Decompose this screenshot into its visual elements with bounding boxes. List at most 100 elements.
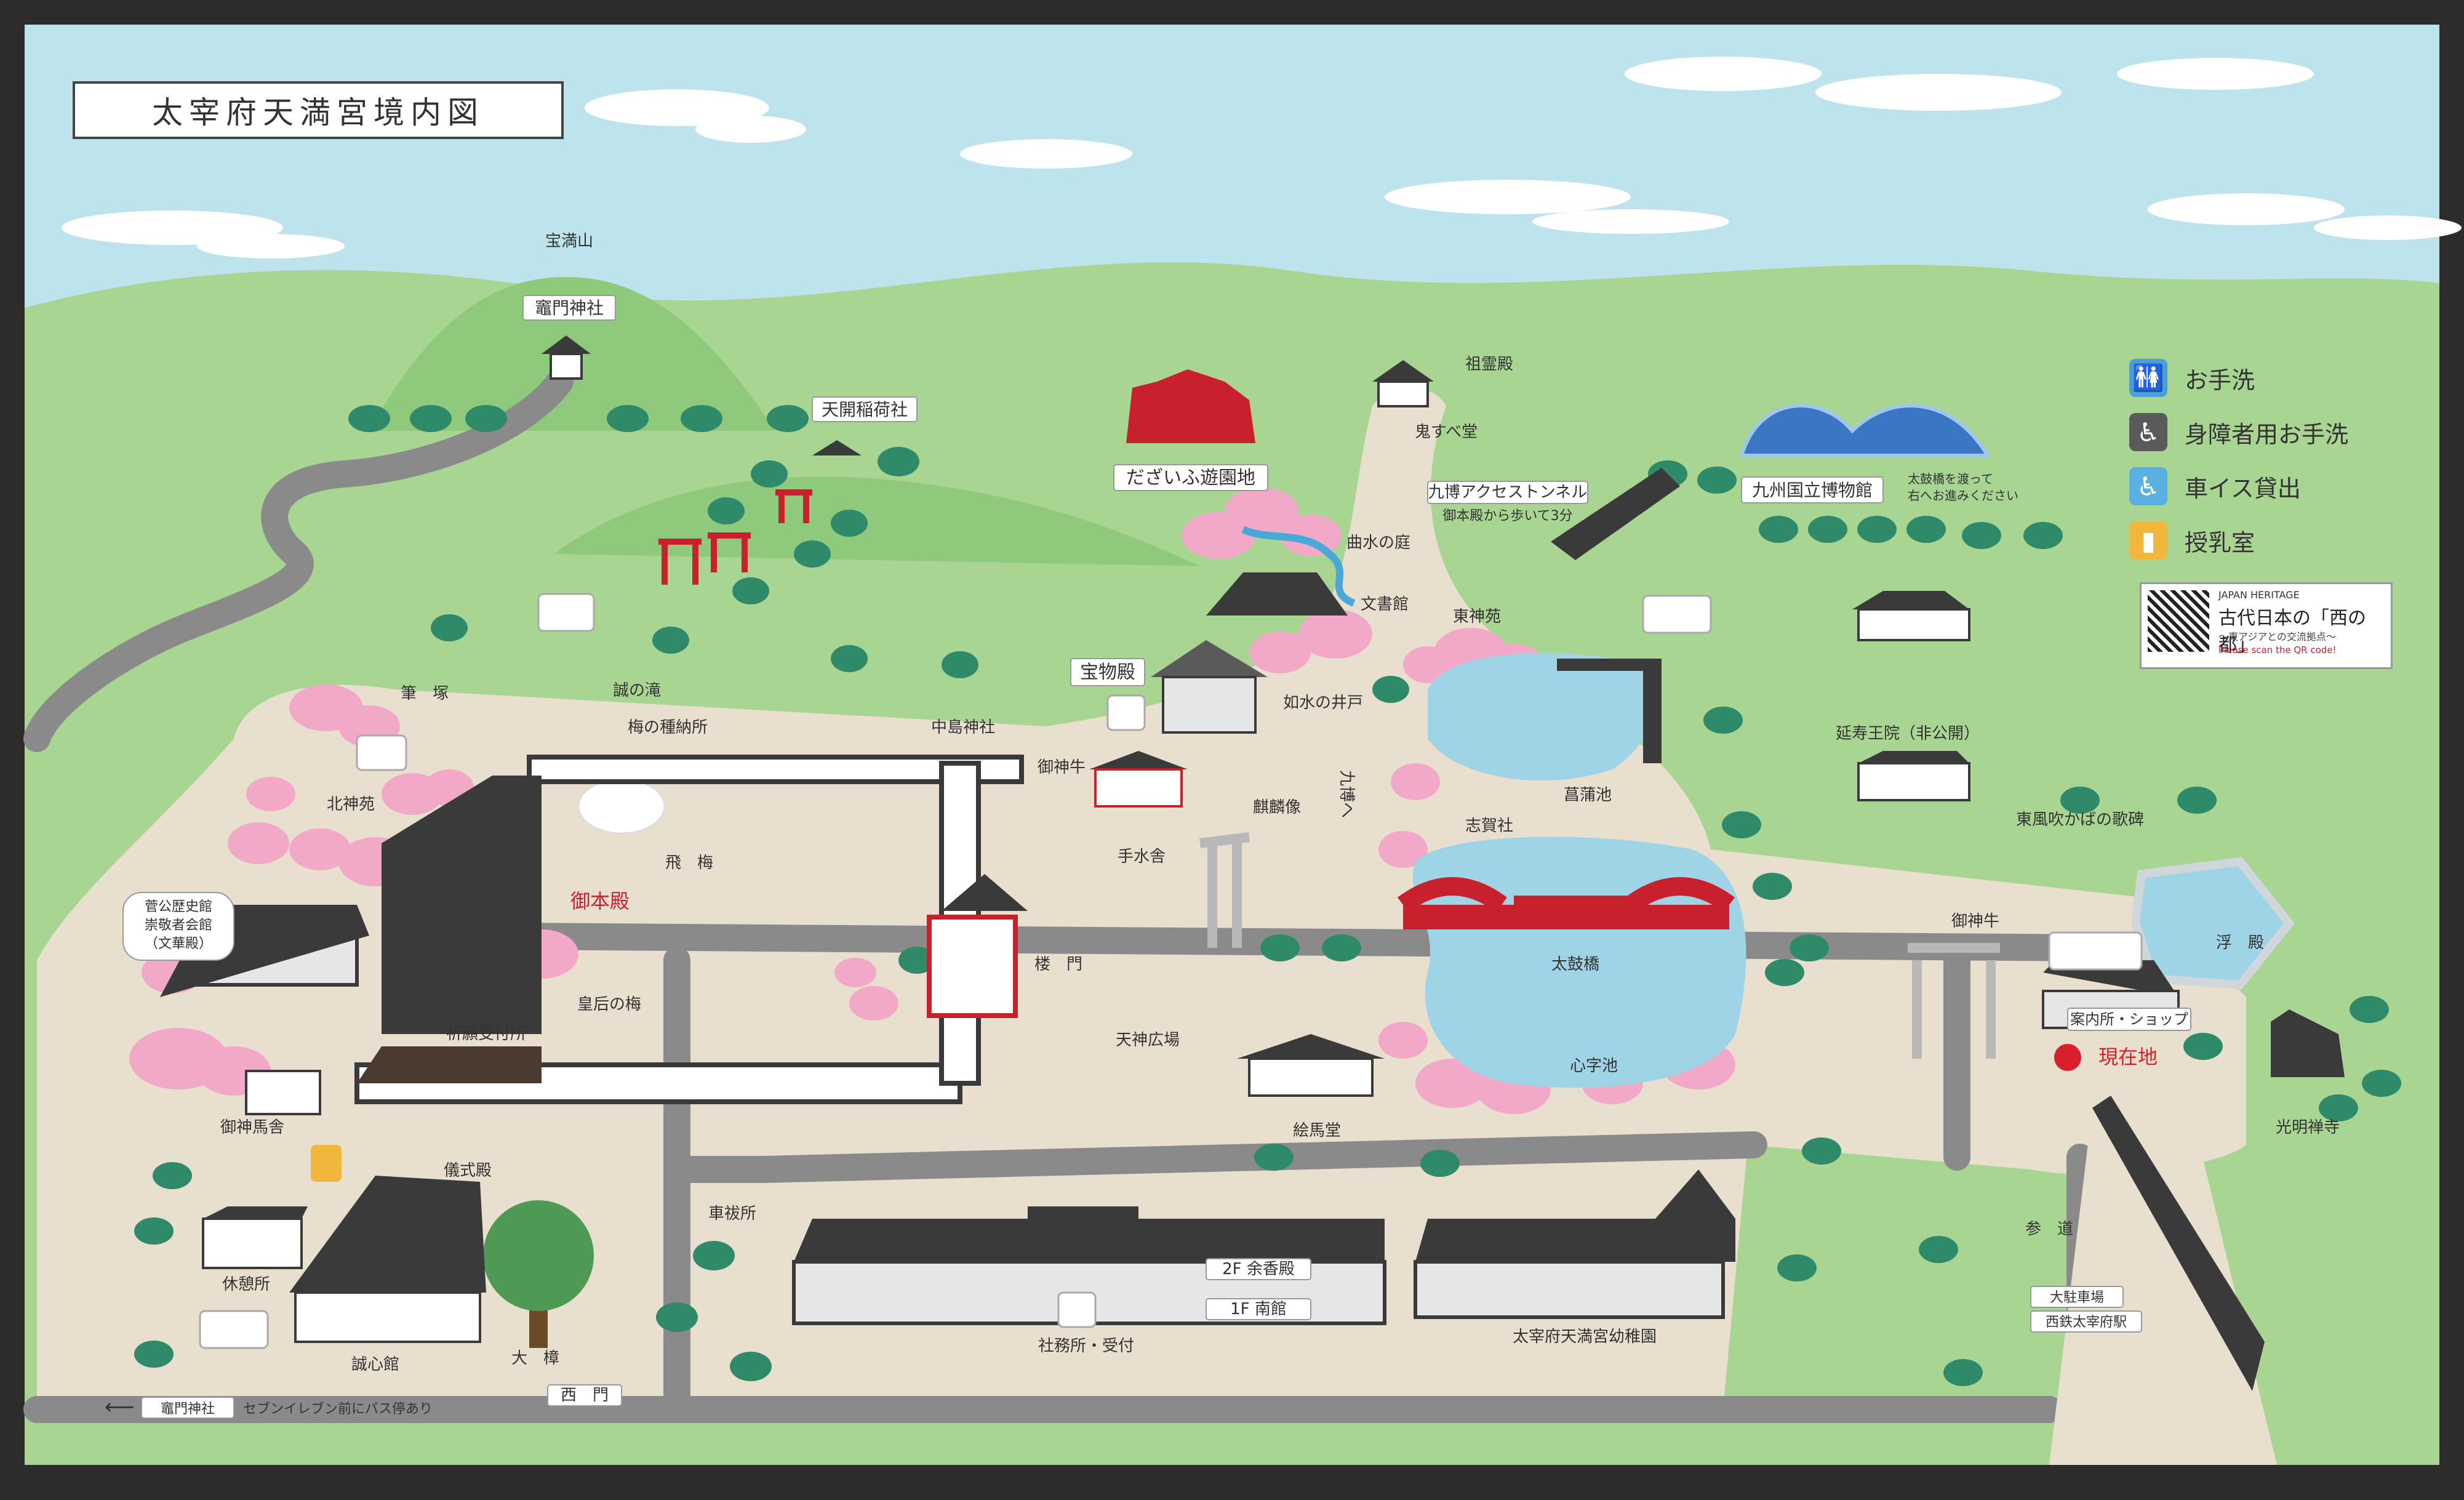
- jh-header: JAPAN HERITAGE: [2218, 589, 2300, 601]
- shinji-ike-label: 心字池: [1570, 1057, 1618, 1075]
- ume-shuno-label: 梅の種納所: [628, 718, 708, 737]
- shabatsu-label: 車祓所: [708, 1205, 756, 1223]
- shobu-ike-pond: [1428, 652, 1654, 781]
- annaijo-tag: [2067, 1008, 2191, 1031]
- temizusha-label: 手水舎: [1118, 848, 1166, 866]
- daichushajo-tag: [2030, 1286, 2124, 1308]
- homotsu-den-label: 宝物殿: [1080, 662, 1135, 683]
- kamado-jinja-tag: [522, 295, 616, 321]
- bus-arrow-icon: ⟵: [105, 1395, 135, 1419]
- yuenchi-tag: [1113, 464, 1268, 491]
- tunnel-tag: [1427, 481, 1588, 504]
- wheelchair-icon: [1642, 595, 1712, 634]
- kanko-shiryokan-label-group: 菅公歴史館 崇敬者会館 （文華殿）: [122, 892, 234, 961]
- jh-note: Please scan the QR code!: [2218, 644, 2337, 656]
- nishitetsu-label[interactable]: 西鉄太宰府駅: [2046, 1315, 2127, 1330]
- kyuhaku-note-1: 太鼓橋を渡って: [1908, 471, 1993, 486]
- nishi-mon-label: 西 門: [561, 1386, 609, 1405]
- higashi-shinen-label: 東神苑: [1453, 608, 1501, 626]
- sando-path: [2049, 1108, 2277, 1465]
- kigan-uketsuke-label: 祈願受付所: [446, 1025, 526, 1043]
- gohonden-compound[interactable]: [354, 755, 1028, 1104]
- camphor-tree: [483, 1200, 594, 1348]
- restroom-icon: [537, 593, 595, 632]
- josui-no-ido-label: 如水の井戸: [1283, 694, 1363, 712]
- nursing-bottle-icon: ▮: [2129, 521, 2167, 559]
- kanko-shiryokan-tag: [122, 892, 234, 961]
- jh-subtitle: 〜東アジアとの交流拠点〜: [2218, 631, 2336, 643]
- legend-row-restroom: 🚻 お手洗: [2129, 351, 2437, 405]
- legend-row-wheelchair-rental: ♿ 車イス貸出: [2129, 459, 2437, 513]
- yuenchi-label: だざいふ遊園地: [1126, 467, 1255, 489]
- facility-icons: [199, 593, 2143, 1349]
- gishiki-den-label: 儀式殿: [444, 1161, 492, 1180]
- japan-heritage-badge[interactable]: JAPAN HERITAGE 古代日本の「西の都」 〜東アジアとの交流拠点〜 P…: [2140, 582, 2393, 669]
- houman-zan-label: 宝満山: [545, 232, 593, 251]
- wheelchair-icon: ♿: [2129, 413, 2167, 451]
- legend-label: 車イス貸出: [2185, 475, 2301, 502]
- restroom-icon: 🚻: [2129, 359, 2167, 397]
- makoto-no-taki-label: 誠の滝: [613, 681, 661, 700]
- tobiume-tree: [577, 778, 666, 835]
- ema-do-label: 絵馬堂: [1293, 1121, 1341, 1140]
- genzaichi-label[interactable]: 現在地: [2098, 1045, 2158, 1069]
- nishi-mon-tag: [547, 1384, 622, 1406]
- goshingyu-1-label: 御神牛: [1038, 758, 1086, 777]
- gohonden-label: 御本殿: [570, 889, 630, 913]
- fude-zuka-label: 筆 塚: [401, 684, 449, 703]
- kita-shinen-label: 北神苑: [327, 795, 375, 814]
- yoko-den-tag: [1206, 1258, 1311, 1280]
- tobu-kaze-label: 東風吹かばの歌碑: [2016, 811, 2144, 829]
- tobiume-label: 飛 梅: [665, 854, 713, 872]
- nan-kan-label: 1F 南館: [1230, 1300, 1287, 1318]
- kanko-shiryokan-line2: 崇敬者会館: [145, 918, 212, 933]
- kyokusui-stream: [1241, 526, 1356, 607]
- shamusho-label: 社務所・受付: [1038, 1337, 1134, 1355]
- romon-label: 楼 門: [1034, 955, 1082, 974]
- bunsho-kan-label: 文書館: [1361, 595, 1409, 614]
- inari-torii: [658, 489, 812, 585]
- kamado-jinja-label: 竈門神社: [535, 298, 604, 318]
- ookusu-label: 大 樟: [511, 1349, 559, 1368]
- kyuhaku-note-2: 右へお進みください: [1908, 488, 2018, 503]
- current-location-icon[interactable]: [2054, 1044, 2081, 1071]
- nakajima-jinja-label: 中島神社: [931, 718, 995, 737]
- kogo-no-ume-label: 皇后の梅: [577, 995, 641, 1014]
- ukidono-label: 浮 殿: [2216, 934, 2264, 952]
- taiko-bridges[interactable]: [1398, 877, 1735, 929]
- qr-code-icon[interactable]: [2148, 590, 2209, 652]
- sakura-trees: [129, 487, 1735, 1114]
- torii-gates: [1199, 832, 2000, 1059]
- legend-label: 身障者用お手洗: [2185, 420, 2349, 448]
- kyuhaku-museum-building[interactable]: [1738, 404, 1991, 457]
- wheelchair-icon: [199, 1310, 269, 1349]
- yoko-den-label: 2F 余香殿: [1222, 1260, 1295, 1278]
- legend: 🚻 お手洗 ♿ 身障者用お手洗 ♿ 車イス貸出 ▮ 授乳室: [2129, 351, 2437, 609]
- goshingyu-2-label: 御神牛: [1951, 912, 1999, 931]
- enjuoin-label: 延寿王院（非公開）: [1836, 724, 1980, 743]
- bus-note: セブンイレブン前にバス停あり: [243, 1402, 433, 1417]
- kamado-bus-tag: [141, 1397, 234, 1419]
- clouds: [62, 57, 2462, 259]
- taiko-bashi-label: 太鼓橋: [1551, 955, 1599, 974]
- legend-label: お手洗: [2185, 366, 2255, 394]
- sorei-den-label: 祖霊殿: [1465, 355, 1513, 374]
- goshimme-sha-label: 御神馬舎: [220, 1118, 284, 1137]
- komyozenji-label: 光明禅寺: [2276, 1118, 2340, 1137]
- tenkai-inari-label: 天開稲荷社: [822, 399, 908, 420]
- homotsu-den-tag: [1070, 658, 1145, 686]
- nan-kan-tag: [1206, 1298, 1311, 1320]
- yochien-label: 太宰府天満宮幼稚園: [1513, 1328, 1657, 1346]
- map-title: 太宰府天満宮境内図: [73, 81, 564, 139]
- kanko-shiryokan-line3: （文華殿）: [145, 936, 212, 952]
- nursing-bottle-icon: [311, 1145, 342, 1182]
- wheelchair-rental-icon: [1057, 1291, 1097, 1328]
- restroom-icon: [356, 734, 407, 771]
- daichushajo-label[interactable]: 大駐車場: [2050, 1290, 2104, 1305]
- restroom-icon: [1106, 694, 1146, 731]
- nishitetsu-tag: [2030, 1310, 2142, 1333]
- kamado-bus-label[interactable]: 竈門神社: [161, 1402, 215, 1417]
- sando-label: 参 道: [2025, 1220, 2073, 1238]
